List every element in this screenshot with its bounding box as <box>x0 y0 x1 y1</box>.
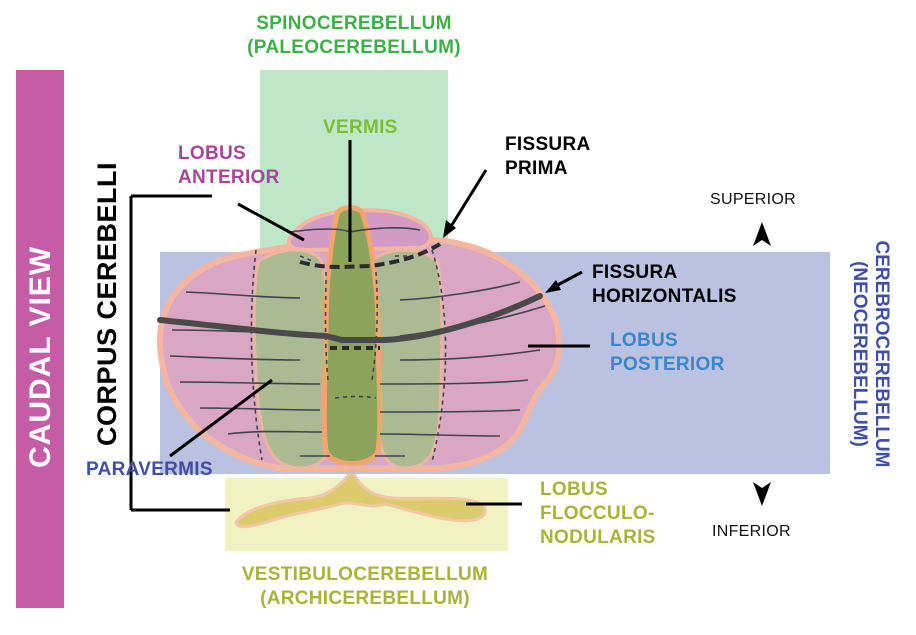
fissura-horizontalis-label: FISSURA HORIZONTALIS <box>592 261 737 309</box>
fissura-horizontalis-arrowhead <box>545 280 561 293</box>
inferior-arrow-icon <box>753 482 771 506</box>
corpus-cerebelli-label: CORPUS CEREBELLI <box>92 161 122 446</box>
lobus-anterior-line2: ANTERIOR <box>178 167 280 188</box>
folia-lines <box>169 227 546 457</box>
fissura-prima-arrowhead <box>443 220 456 238</box>
fissura-prima-line2: PRIMA <box>505 158 568 179</box>
lobus-flocculonodularis-line1: LOBUS <box>540 479 608 500</box>
vestibulocerebellum-label: VESTIBULOCEREBELLUM (ARCHICEREBELLUM) <box>200 563 530 611</box>
lobus-flocculonodularis-label: LOBUS FLOCCULO- NODULARIS <box>540 478 656 550</box>
vermis-label: VERMIS <box>323 117 398 138</box>
lobus-flocculonodularis-line3: NODULARIS <box>540 527 656 548</box>
caudal-view-bar <box>16 70 64 608</box>
lobus-posterior-label: LOBUS POSTERIOR <box>610 329 725 377</box>
fissura-prima-label: FISSURA PRIMA <box>505 133 591 181</box>
vestibulocerebellum-line1: VESTIBULOCEREBELLUM <box>241 564 489 585</box>
superior-arrow-icon <box>753 222 771 246</box>
cerebrocerebellum-label: CEREBROCEREBELLUM (NEOCEREBELLUM) <box>848 240 892 468</box>
caudal-view-label: CAUDAL VIEW <box>24 245 57 468</box>
superior-label: SUPERIOR <box>710 191 796 208</box>
paravermis-label: PARAVERMIS <box>86 459 213 480</box>
spinocerebellum-line2: (PALEOCEREBELLUM) <box>247 37 461 58</box>
boundary-dashes <box>250 249 447 463</box>
lobus-flocculonodularis-line2: FLOCCULO- <box>540 503 655 524</box>
lobus-anterior-label: LOBUS ANTERIOR <box>178 142 280 190</box>
cerebrocerebellum-line1: CEREBROCEREBELLUM <box>871 240 892 468</box>
vestibulocerebellum-line2: (ARCHICEREBELLUM) <box>260 588 470 609</box>
spinocerebellum-line1: SPINOCEREBELLUM <box>256 13 452 34</box>
fissura-prima-line <box>299 242 442 269</box>
spinocerebellum-label: SPINOCEREBELLUM (PALEOCEREBELLUM) <box>220 12 488 60</box>
fissura-prima-line1: FISSURA <box>505 134 591 155</box>
flocculonodular-lobe <box>234 466 487 529</box>
cerebrocerebellum-line2: (NEOCEREBELLUM) <box>849 261 870 447</box>
fissura-horizontalis-line1: FISSURA <box>592 262 678 283</box>
lobus-anterior-line1: LOBUS <box>178 143 246 164</box>
fissura-horizontalis-line2: HORIZONTALIS <box>592 286 737 307</box>
lobus-posterior-line2: POSTERIOR <box>610 354 725 375</box>
pointer-lines <box>129 140 590 512</box>
inferior-label: INFERIOR <box>712 523 791 540</box>
lobus-posterior-line1: LOBUS <box>610 330 678 351</box>
fissura-horizontalis-line <box>157 293 543 343</box>
